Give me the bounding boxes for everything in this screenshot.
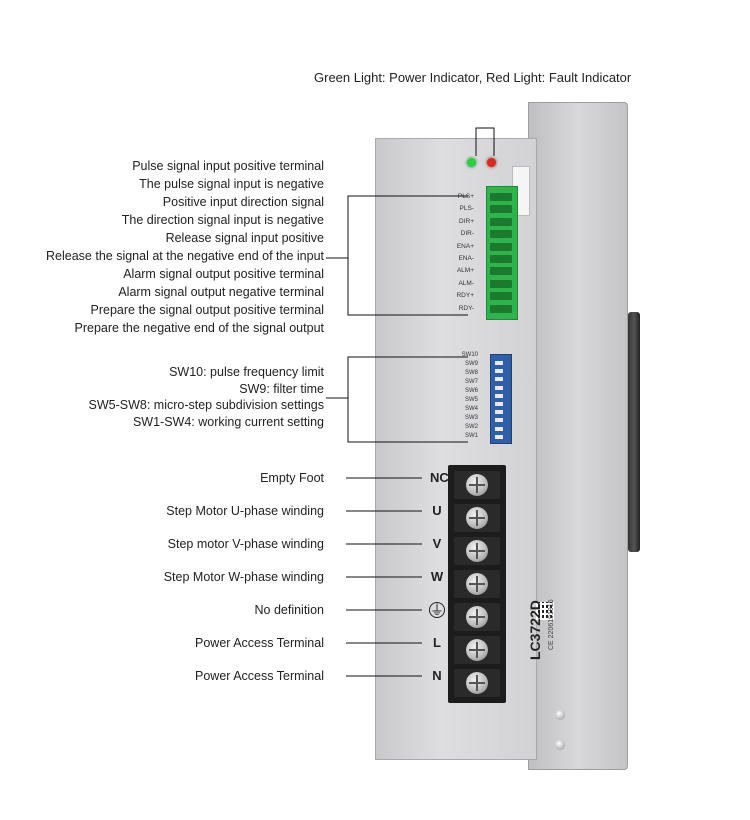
dip-toggle	[495, 410, 503, 415]
dip-toggle	[495, 434, 503, 439]
switch-label: SW5-SW8: micro-step subdivision settings	[88, 398, 325, 412]
dip-toggle	[495, 426, 503, 431]
dip-toggle	[495, 418, 503, 423]
terminal-slot	[490, 205, 512, 214]
bolt-icon	[555, 710, 565, 720]
switch-pin-label: SW3	[464, 415, 478, 421]
pin-label: DIR-	[460, 230, 474, 238]
switch-pin-label: SW6	[464, 388, 478, 394]
terminal-slot	[490, 255, 512, 263]
terminal-cell	[454, 570, 500, 598]
terminal-slot	[490, 267, 512, 276]
screw-icon	[466, 507, 488, 529]
terminal-slot	[490, 217, 512, 226]
pin-label: RDY-	[458, 304, 474, 312]
power-terminal-block	[448, 465, 506, 703]
switch-pin-label: SW4	[464, 406, 478, 412]
signal-label: Release the signal at the negative end o…	[46, 249, 324, 263]
mounting-bracket	[628, 312, 640, 552]
signal-label: Alarm signal output negative terminal	[118, 285, 324, 299]
signal-label: Prepare the signal output positive termi…	[90, 303, 324, 317]
heatsink	[528, 102, 628, 770]
switch-label: SW9: filter time	[239, 381, 324, 396]
terminal-cell	[454, 504, 500, 532]
led-indicator-label: Green Light: Power Indicator, Red Light:…	[314, 70, 632, 85]
signal-label: Prepare the negative end of the signal o…	[74, 321, 325, 335]
terminal-cell	[454, 537, 500, 565]
terminal-label: L	[433, 635, 441, 650]
power-label: Step Motor U-phase winding	[166, 504, 324, 518]
pin-label: DIR+	[459, 217, 474, 225]
screw-icon	[466, 639, 488, 661]
terminal-label: U	[432, 503, 442, 518]
terminal-slot	[490, 279, 512, 288]
dip-toggle	[495, 402, 503, 406]
screw-icon	[466, 474, 488, 496]
screw-icon	[466, 606, 488, 628]
pin-label: RDY+	[456, 292, 474, 300]
signal-terminal-block	[486, 186, 518, 320]
power-led-green-icon	[467, 158, 476, 167]
dip-switch	[490, 354, 512, 444]
power-label: Empty Foot	[260, 471, 324, 485]
switch-pin-label: SW5	[464, 397, 478, 403]
switch-pin-label: SW7	[464, 379, 478, 385]
screw-icon	[466, 672, 488, 694]
switch-pin-label: SW1	[464, 433, 478, 439]
pin-label: ENA+	[456, 242, 474, 250]
signal-label: Release signal input positive	[165, 231, 324, 245]
terminal-slot	[490, 230, 512, 239]
power-label: Power Access Terminal	[195, 669, 324, 683]
switch-pin-label: SW9	[464, 361, 478, 367]
switch-pin-label: SW8	[464, 370, 478, 376]
pin-label: PLS-	[459, 205, 474, 213]
switch-label: SW1-SW4: working current setting	[132, 414, 324, 429]
qr-code-icon	[536, 602, 554, 620]
terminal-slot	[490, 292, 512, 301]
switch-label: SW10: pulse frequency limit	[169, 365, 324, 379]
fault-led-red-icon	[487, 158, 496, 167]
switch-pin-label: SW2	[464, 424, 478, 430]
terminal-slot	[490, 304, 512, 313]
terminal-label: ⏚	[429, 602, 445, 618]
terminal-cell	[454, 636, 500, 664]
signal-label: The direction signal input is negative	[121, 213, 324, 227]
pin-label: ALM-	[458, 279, 474, 287]
signal-label: Pulse signal input positive terminal	[132, 159, 324, 173]
power-label: Step motor V-phase winding	[167, 537, 324, 551]
terminal-label: V	[432, 536, 442, 551]
dip-toggle	[495, 393, 503, 398]
dip-toggle	[495, 369, 503, 374]
switch-pin-label: SW10	[461, 352, 478, 358]
power-label: Power Access Terminal	[195, 636, 324, 650]
terminal-slot	[490, 193, 512, 201]
signal-label: Alarm signal output positive terminal	[123, 267, 324, 281]
terminal-cell	[454, 603, 500, 631]
power-label: Step Motor W-phase winding	[163, 570, 324, 584]
terminal-cell	[454, 669, 500, 697]
signal-label: The pulse signal input is negative	[139, 177, 324, 191]
terminal-label: W	[430, 569, 444, 584]
terminal-label: N	[432, 668, 442, 683]
pin-label: ALM+	[456, 267, 474, 275]
terminal-cell	[454, 471, 500, 499]
dip-toggle	[495, 377, 503, 382]
power-label: No definition	[254, 603, 325, 617]
signal-label: Positive input direction signal	[162, 195, 324, 209]
pin-label: ENA-	[458, 255, 474, 262]
bolt-icon	[555, 740, 565, 750]
terminal-slot	[490, 242, 512, 251]
dip-toggle	[495, 385, 503, 390]
screw-icon	[466, 573, 488, 595]
dip-toggle	[495, 361, 503, 365]
screw-icon	[466, 540, 488, 562]
